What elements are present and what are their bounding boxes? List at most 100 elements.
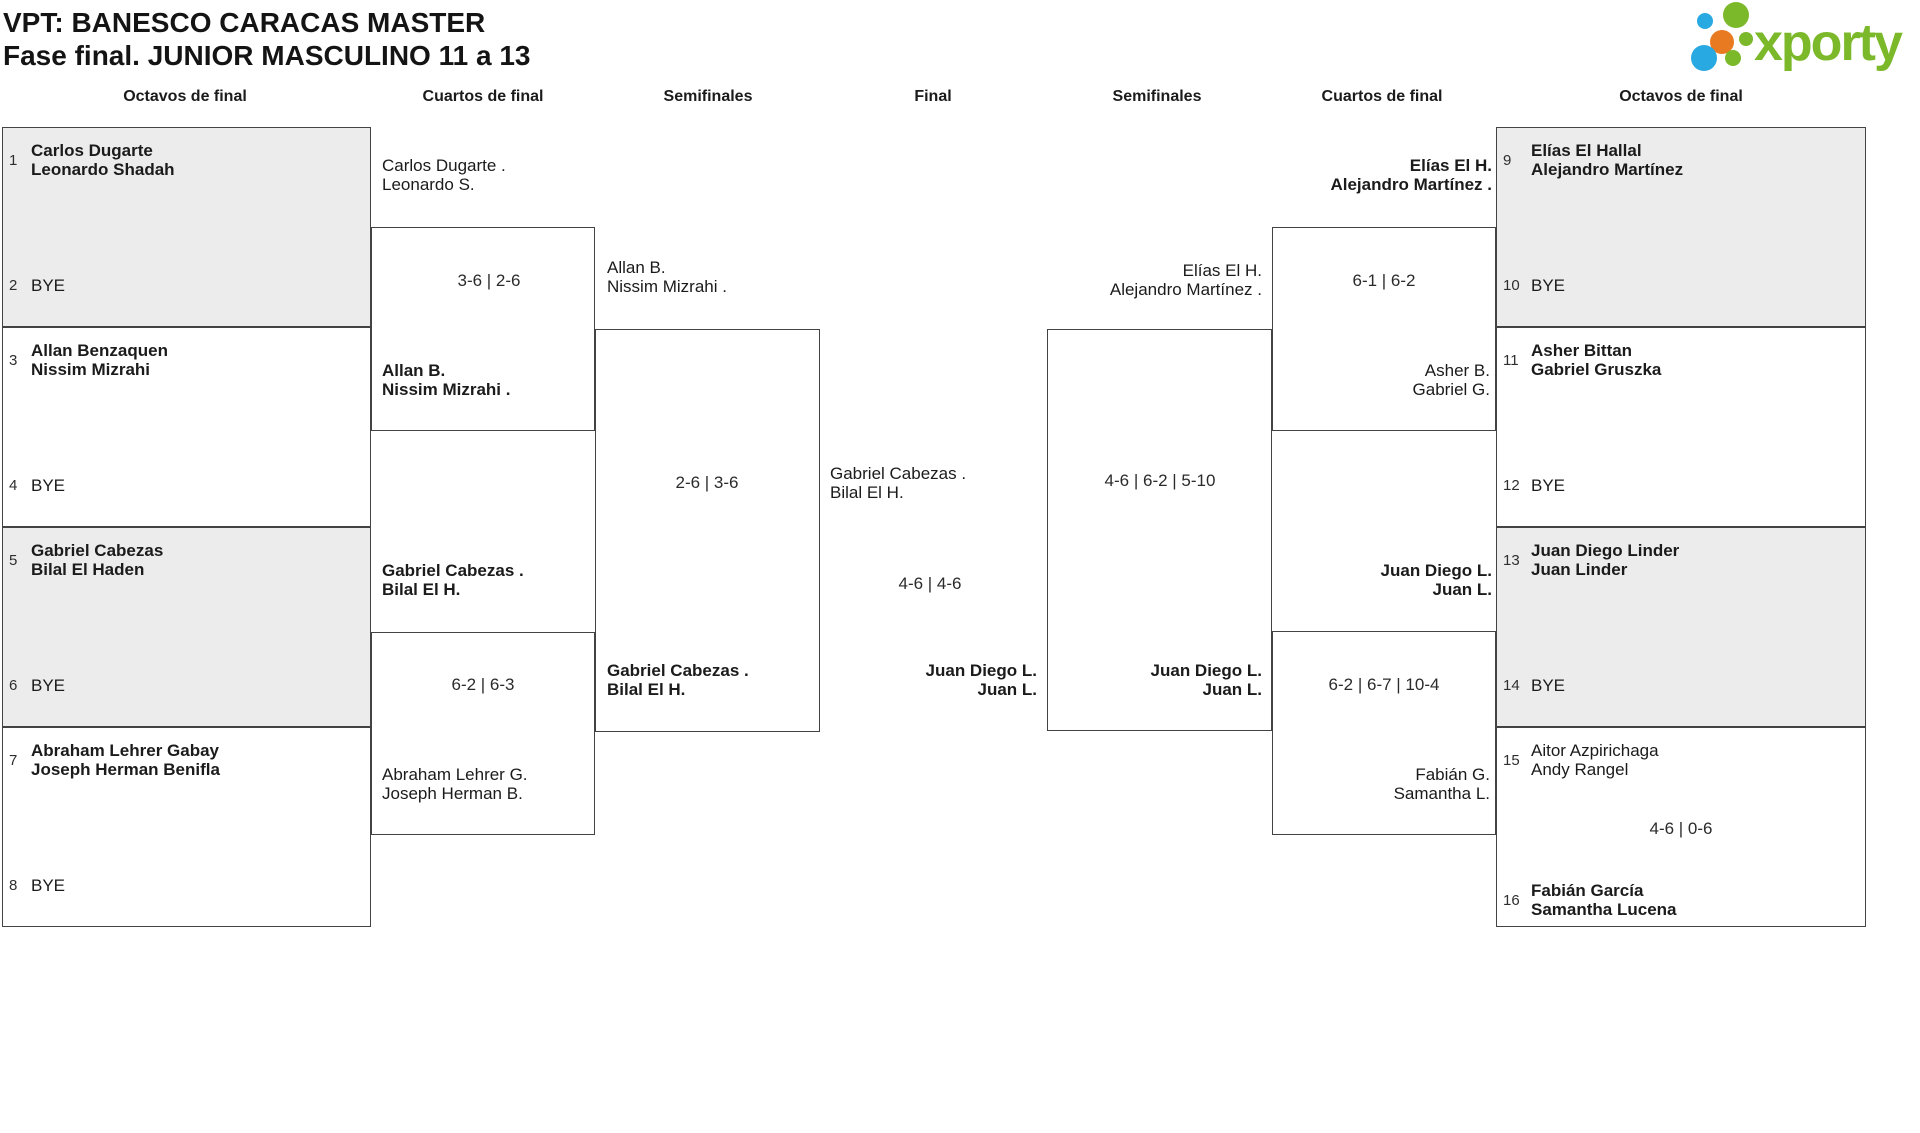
round-header-cuartos-right: Cuartos de final — [1321, 88, 1443, 105]
sf-right-participant-top: Elías El H.Alejandro Martínez . — [1109, 261, 1262, 299]
bracket-entry-seed-12: 12 BYE — [1503, 476, 1861, 495]
bracket-entry-seed-10: 10 BYE — [1503, 276, 1861, 295]
match-score-r16: 4-6 | 0-6 — [1649, 819, 1713, 838]
seed-number: 6 — [9, 677, 18, 694]
round-header-final: Final — [914, 88, 952, 105]
bye-label: BYE — [1531, 276, 1566, 295]
final-participant-bottom: Juan Diego L.Juan L. — [925, 661, 1037, 699]
seed-number: 7 — [9, 751, 18, 769]
semifinal-box-right — [1047, 329, 1272, 731]
seed-number: 10 — [1503, 277, 1520, 294]
logo-dot-blue-large — [1691, 45, 1717, 71]
quarterfinal-box-left-1 — [371, 227, 595, 431]
logo-dot-blue-small — [1697, 13, 1713, 29]
qf-right1-participant-bottom: Asher B.Gabriel G. — [1412, 361, 1490, 399]
round-header-semis-left: Semifinales — [663, 88, 753, 105]
sf-left-score: 2-6 | 3-6 — [675, 473, 739, 492]
bye-label: BYE — [31, 676, 66, 695]
bye-label: BYE — [1531, 676, 1566, 695]
logo-dot-green-large — [1723, 2, 1749, 28]
sf-left-participant-top: Allan B.Nissim Mizrahi . — [607, 258, 727, 296]
final-participant-top: Gabriel Cabezas .Bilal El H. — [830, 464, 967, 502]
seed-number: 3 — [9, 351, 18, 369]
sf-right-participant-bottom: Juan Diego L.Juan L. — [1150, 661, 1262, 699]
sf-left-participant-bottom: Gabriel Cabezas .Bilal El H. — [607, 661, 749, 699]
qf-right2-participant-bottom: Fabián G.Samantha L. — [1393, 765, 1490, 803]
logo-dot-green-small — [1739, 32, 1753, 46]
phase-category: Fase final. JUNIOR MASCULINO 11 a 13 — [3, 40, 531, 71]
qf-left2-participant-top: Gabriel Cabezas .Bilal El H. — [382, 561, 524, 599]
round-header-octavos-right: Octavos de final — [1619, 88, 1743, 105]
bracket-entry-seed-14: 14 BYE — [1503, 676, 1861, 695]
bracket-entry-seed-6: 6 BYE — [9, 676, 366, 695]
semifinal-box-left — [595, 329, 820, 732]
qf-left2-participant-bottom: Abraham Lehrer G.Joseph Herman B. — [382, 765, 528, 803]
qf-left1-score: 3-6 | 2-6 — [457, 271, 521, 290]
seed-number: 2 — [9, 277, 18, 294]
sf-right-score: 4-6 | 6-2 | 5-10 — [1104, 471, 1216, 490]
quarterfinal-box-right-1 — [1272, 227, 1496, 431]
bracket-entry-seed-8: 8 BYE — [9, 876, 366, 895]
tournament-name: VPT: BANESCO CARACAS MASTER — [3, 7, 486, 38]
qf-left1-participant-bottom: Allan B.Nissim Mizrahi . — [382, 361, 511, 399]
quarterfinal-box-left-2 — [371, 632, 595, 835]
final-score: 4-6 | 4-6 — [898, 574, 962, 593]
qf-right2-participant-top: Juan Diego L.Juan L. — [1380, 561, 1492, 599]
quarterfinal-box-right-2 — [1272, 631, 1496, 835]
page-title: VPT: BANESCO CARACAS MASTER Fase final. … — [3, 6, 531, 72]
qf-right1-score: 6-1 | 6-2 — [1352, 271, 1416, 290]
xporty-logo-graphic: xporty — [1691, 2, 1905, 72]
logo-dot-green-bottom — [1725, 50, 1741, 66]
seed-number: 14 — [1503, 677, 1520, 694]
logo-dot-orange — [1710, 30, 1734, 54]
bye-label: BYE — [1531, 476, 1566, 495]
qf-left1-participant-top: Carlos Dugarte .Leonardo S. — [382, 156, 506, 194]
qf-left2-score: 6-2 | 6-3 — [451, 675, 515, 694]
seed-number: 8 — [9, 877, 18, 894]
seed-number: 4 — [9, 477, 18, 494]
seed-number: 9 — [1503, 151, 1512, 169]
seed-number: 11 — [1503, 351, 1519, 369]
bye-label: BYE — [31, 876, 66, 895]
logo-wordmark: xporty — [1754, 14, 1903, 72]
round-header-semis-right: Semifinales — [1112, 88, 1202, 105]
seed-number: 12 — [1503, 477, 1520, 494]
bye-label: BYE — [31, 476, 66, 495]
seed-number: 5 — [9, 551, 18, 569]
seed-number: 15 — [1503, 751, 1520, 769]
round-header-octavos-left: Octavos de final — [123, 88, 247, 105]
seed-number: 13 — [1503, 551, 1520, 569]
qf-right2-score: 6-2 | 6-7 | 10-4 — [1328, 675, 1440, 694]
xporty-logo: xporty — [1682, 0, 1920, 80]
seed-number: 16 — [1503, 891, 1520, 909]
bye-label: BYE — [31, 276, 66, 295]
bracket-entry-seed-4: 4 BYE — [9, 476, 366, 495]
seed-number: 1 — [9, 151, 18, 169]
